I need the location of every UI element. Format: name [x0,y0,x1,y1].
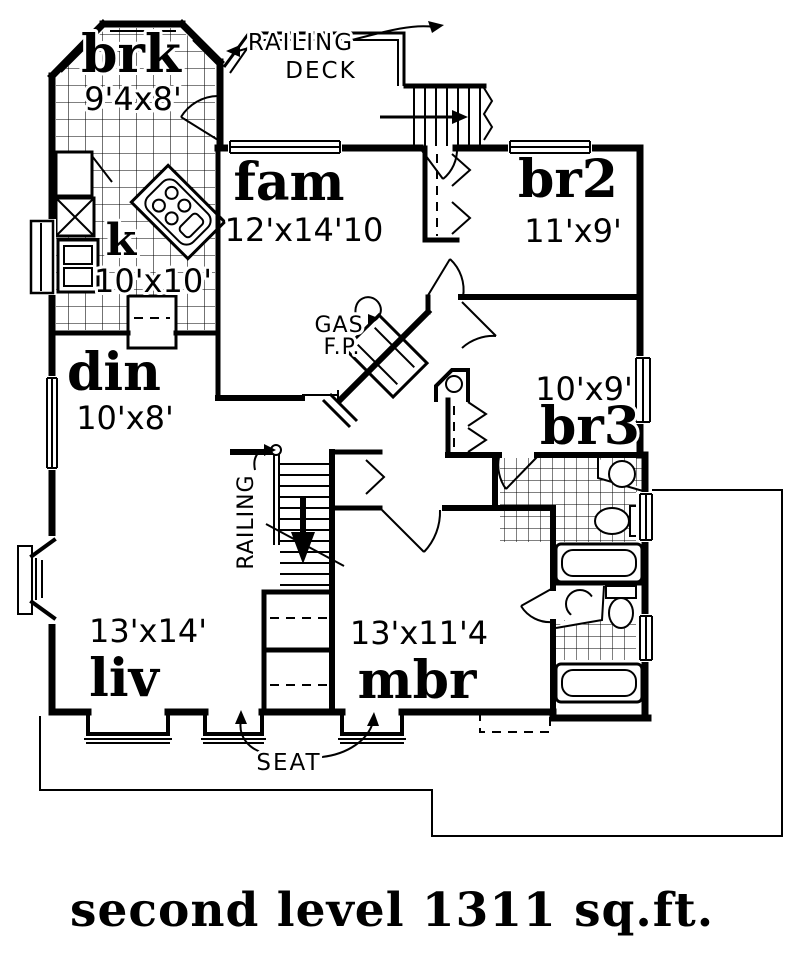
din-window [43,376,61,470]
ext-stair-arrow-head [452,110,468,124]
bath1-window [636,492,656,542]
seat-bay-1-sill [84,738,172,744]
room-dims-liv: 13'x14' [89,612,207,650]
mbr-closet-walls [329,449,383,511]
railing-arrow-left-head [226,45,240,57]
bath2-window [636,614,656,662]
gas-label: GAS [314,313,363,338]
stove-island-icon [129,163,227,261]
walls [47,19,652,722]
fridge-inner-top [63,245,93,265]
sink-x-lines [55,197,95,237]
bath1-sink-icon [608,460,636,488]
room-label-mbr: mbr [358,650,477,711]
seat-arrow-right-head [367,712,379,726]
room-label-liv: liv [89,648,161,709]
brk-angle-right [177,19,225,67]
bath1-door [497,456,538,490]
br3-door [461,301,497,349]
utility-closet [434,368,470,402]
gas-fp-arrow-shaft [354,296,382,323]
doors [180,95,554,624]
mbr-dashed-seat [479,712,551,733]
fam-deck-window [228,139,342,155]
room-label-brk: brk [81,24,182,85]
fp-label: F.P. [324,335,361,360]
interior-stairs [265,444,345,586]
br2-closet-walls [422,145,460,243]
counter-icon [54,150,94,198]
bath2-tub-inner [561,669,637,697]
seat-arrow-right-shaft [321,721,374,758]
room-dims-br2: 11'x9' [524,212,622,250]
railing-arrow-right-shaft [351,25,435,41]
stair-railing-lines [273,452,280,545]
deck-railing-label: RAILING [248,30,354,56]
room-dims-fam: 12'x14'10 [225,211,384,249]
seat-bay-2 [203,710,264,736]
fireplace-diagonal-wall [335,307,433,405]
room-dims-k: 10'x10' [94,262,212,300]
fridge-inner-bottom [63,267,93,287]
gas-fp-arrow-head [368,314,378,328]
bath-bottom-wall [549,708,652,722]
br2-door [426,258,465,298]
hall-closet-walls [261,589,335,715]
liv-bay-window [16,536,57,624]
kitchen-bay-window [29,219,56,295]
stair-railing-label: RAILING [234,474,259,569]
eating-bar-icon [126,294,178,350]
bath2-toilet-icon [608,597,634,629]
seat-bay-1 [86,710,170,736]
room-dims-br3: 10'x9' [535,370,633,408]
bath1-tub-inner [561,549,637,577]
labels: brk 9'4x8' RAILING DECK fam 12'x14'10 br… [64,21,716,941]
plan-caption: second level 1311 sq.ft. [70,883,714,938]
deck-railing-inner [229,39,399,86]
br3-window [632,356,654,424]
brk-deck-door [180,95,219,141]
stair-railing-arrow-head [264,444,276,456]
bath1-toilet-icon [594,507,630,535]
hearth-lines [321,392,359,429]
bath2-counter-line [555,585,605,629]
cabinet-door-line [91,155,113,183]
seat-bay-3 [340,710,404,736]
railing-arrow-right-head [428,21,444,33]
window-seats [84,710,551,744]
water-heater-icon [445,375,463,393]
seat-arrow-left-head [235,710,247,724]
br2-window [508,138,592,155]
seat-bay-3-sill [338,738,406,744]
stair-down-arrow-head [291,532,315,564]
mbr-closet-door [365,459,386,495]
brk-angle-left [47,19,108,81]
room-dims-mbr: 13'x11'4 [350,614,488,652]
lower-level-outline [39,489,783,837]
annotation-arrows [226,21,444,758]
brk-angle-windows [60,39,222,73]
seat-label: SEAT [256,750,321,776]
deck-label: DECK [285,58,356,84]
room-label-k: k [106,215,138,266]
room-label-din: din [67,342,161,403]
room-label-fam: fam [233,152,344,213]
ext-stair-open-side [482,87,494,141]
br3-closet-doors [467,401,488,453]
mbr-door [381,509,442,553]
room-dims-brk: 9'4x8' [84,80,182,118]
room-dims-din: 10'x8' [76,399,174,437]
windows [16,30,656,662]
room-label-br2: br2 [518,149,618,210]
br2-closet-doors [451,153,472,235]
kitchen-fixtures [54,150,227,350]
closet-shelf-dashed [270,617,328,686]
seat-bay-2-sill [201,738,266,744]
railing-arrow-left-shaft [237,45,257,52]
room-label-br3: br3 [540,396,640,457]
bath2-door [520,587,554,624]
deck-hall-door [419,147,459,180]
bath2-toilet-tank [605,585,637,599]
